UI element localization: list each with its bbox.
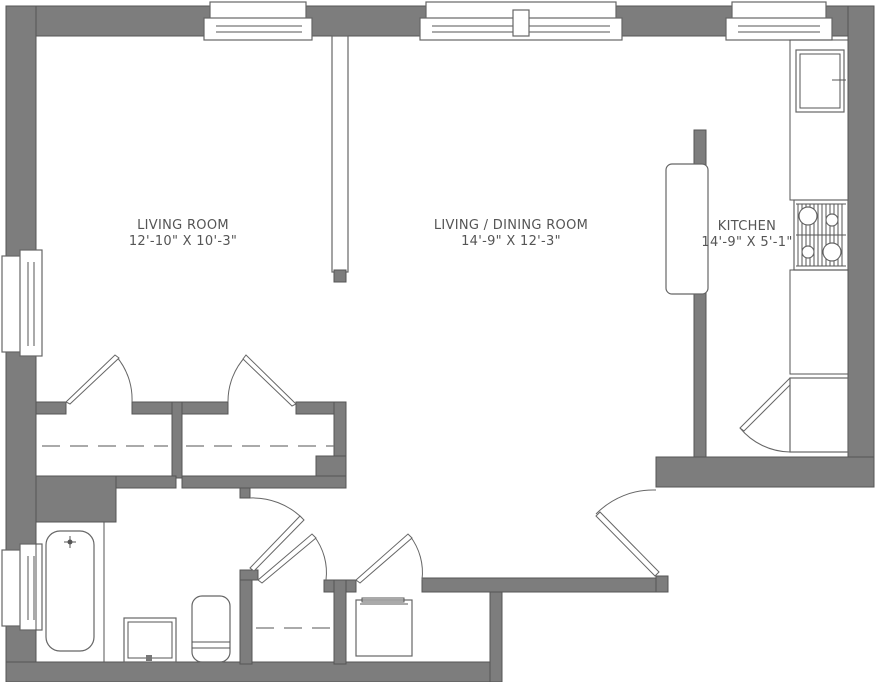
- kitchen-dims: 14'-9" X 5'-1": [701, 235, 792, 250]
- entry-door: [595, 489, 660, 577]
- kitchen-pantry-door: [739, 377, 794, 453]
- vanity-sink: [123, 617, 177, 663]
- bathroom-door: [249, 497, 305, 572]
- bathroom-fixtures: [35, 521, 231, 663]
- kitchen-fixtures: [665, 39, 849, 453]
- bathtub: [35, 521, 105, 663]
- burner-icon: [822, 242, 842, 262]
- toilet: [191, 595, 231, 663]
- closet-door-right: [227, 354, 297, 407]
- living-room-dims: 12'-10" X 10'-3": [129, 234, 237, 249]
- breakfast-counter: [665, 163, 709, 295]
- room-labels: LIVING ROOM 12'-10" X 10'-3" LIVING / DI…: [129, 218, 792, 250]
- window-top-left: [203, 1, 313, 41]
- stove: [793, 199, 849, 271]
- burner-icon: [801, 245, 815, 259]
- refrigerator: [789, 377, 849, 453]
- doors: [65, 354, 794, 584]
- burner-icon: [798, 206, 818, 226]
- windows: [1, 1, 833, 631]
- window-top-center: [419, 1, 623, 41]
- bathtub-basin: [45, 530, 95, 652]
- exterior-walls: [5, 5, 875, 682]
- window-left-upper: [1, 249, 43, 357]
- living-dining-name: LIVING / DINING ROOM: [434, 218, 588, 233]
- closet-door-bath: [257, 533, 327, 584]
- laundry-door: [355, 533, 423, 584]
- kitchen-name: KITCHEN: [718, 219, 776, 234]
- closet-door-left: [65, 354, 133, 405]
- washer-dryer: [355, 597, 413, 657]
- burner-icon: [825, 213, 839, 227]
- kitchen-counter-lower: [789, 269, 849, 375]
- living-room-name: LIVING ROOM: [137, 218, 229, 233]
- window-top-right: [725, 1, 833, 41]
- living-dining-dims: 14'-9" X 12'-3": [461, 234, 561, 249]
- closet-rods: [42, 445, 334, 629]
- kitchen-sink: [795, 49, 845, 113]
